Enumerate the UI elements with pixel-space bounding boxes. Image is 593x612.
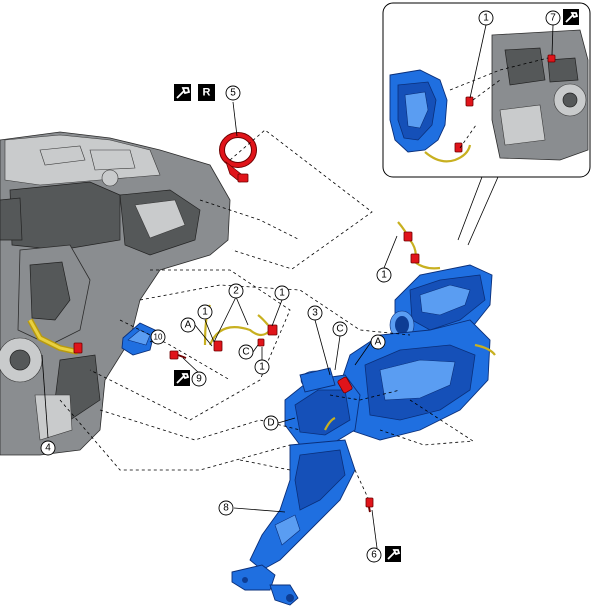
leader-lines	[41, 101, 398, 549]
callout-7: 7	[545, 10, 561, 26]
clamp	[219, 132, 257, 183]
callout-1-harness-left: 1	[197, 304, 213, 320]
svg-text:1: 1	[279, 288, 285, 299]
marker-c-right: C	[332, 321, 348, 337]
svg-text:10: 10	[154, 333, 163, 342]
svg-text:1: 1	[202, 307, 208, 318]
callout-1-inset-left: 1	[478, 10, 494, 26]
bracket	[121, 322, 156, 356]
callout-5: 5	[225, 85, 241, 101]
inset-exhaust-manifold	[389, 69, 472, 163]
marker-a-left: A	[180, 317, 196, 333]
callout-3: 3	[307, 305, 323, 321]
callout-4: 4	[40, 440, 56, 456]
svg-text:6: 6	[371, 550, 377, 561]
wrench-icon	[174, 370, 190, 386]
svg-text:9: 9	[196, 374, 202, 385]
wrench-icon	[563, 9, 579, 25]
turbo-flange	[284, 367, 361, 446]
oxygen-sensor-lower	[365, 497, 374, 513]
inset-oxygen-sensor-1	[454, 96, 474, 153]
reuse-badge: R	[198, 84, 215, 101]
water-pipe	[27, 318, 83, 355]
svg-text:A: A	[375, 337, 382, 348]
svg-text:5: 5	[230, 88, 236, 99]
callout-6: 6	[366, 547, 382, 563]
wiring-harness	[203, 304, 278, 352]
svg-text:1: 1	[483, 13, 489, 24]
svg-text:C: C	[336, 324, 343, 335]
wrench-icon	[385, 546, 401, 562]
svg-text:D: D	[267, 418, 274, 429]
svg-text:1: 1	[381, 270, 387, 281]
marker-a-right: A	[370, 334, 386, 350]
inset-engine	[491, 29, 589, 161]
catalytic-converter	[334, 264, 496, 441]
svg-text:C: C	[242, 347, 249, 358]
callout-1-harness-bottom: 1	[254, 359, 270, 375]
svg-text:R: R	[203, 87, 211, 99]
marker-c-left: C	[238, 344, 254, 360]
detail-inset	[382, 2, 591, 246]
callout-8: 8	[218, 500, 234, 516]
assembly-guide-lines	[59, 129, 475, 499]
inset-sensor-7	[547, 54, 556, 63]
engine-block	[0, 131, 231, 456]
callout-10: 10	[150, 329, 166, 345]
svg-text:4: 4	[45, 443, 51, 454]
callout-1-right: 1	[376, 267, 392, 283]
bolt	[169, 350, 187, 360]
svg-text:2: 2	[233, 286, 239, 297]
marker-d: D	[263, 415, 279, 431]
svg-text:3: 3	[312, 308, 318, 319]
svg-text:A: A	[185, 320, 192, 331]
callout-2: 2	[228, 283, 244, 299]
oxygen-sensor-upper	[397, 221, 441, 270]
wrench-icon	[174, 84, 191, 101]
svg-text:8: 8	[223, 503, 229, 514]
front-pipe	[231, 439, 356, 606]
svg-text:7: 7	[550, 13, 556, 24]
callout-9: 9	[191, 371, 207, 387]
svg-text:1: 1	[259, 362, 265, 373]
callout-1-harness-right: 1	[274, 285, 290, 301]
